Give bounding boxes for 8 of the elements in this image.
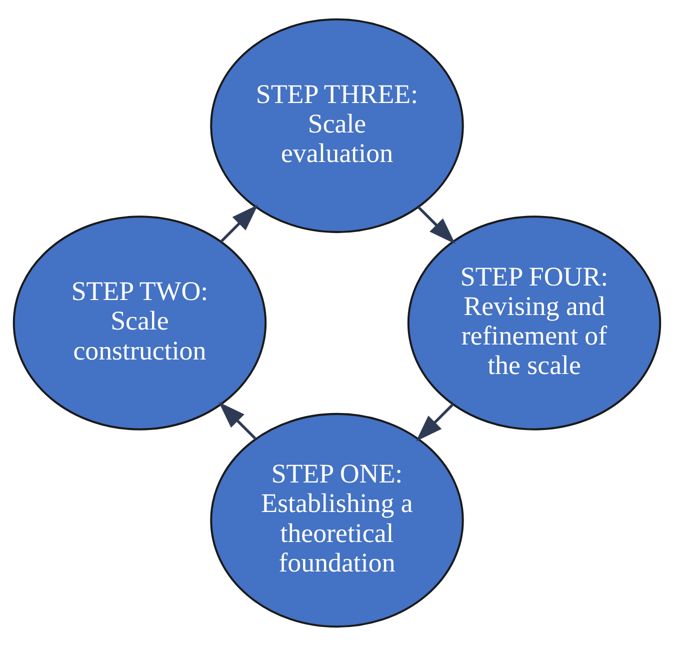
arrow bbox=[417, 206, 456, 244]
arrow bbox=[220, 204, 258, 243]
arrow bbox=[218, 402, 257, 440]
node-ellipse: STEP TWO: Scale construction bbox=[12, 216, 267, 430]
node-ellipse: STEP FOUR: Revising and refinement of the scale bbox=[407, 216, 662, 430]
node-ellipse: STEP THREE: Scale evaluation bbox=[210, 18, 464, 234]
arrow bbox=[416, 403, 454, 442]
node-ellipse: STEP ONE: Establishing a theoretical foundation bbox=[210, 412, 464, 628]
